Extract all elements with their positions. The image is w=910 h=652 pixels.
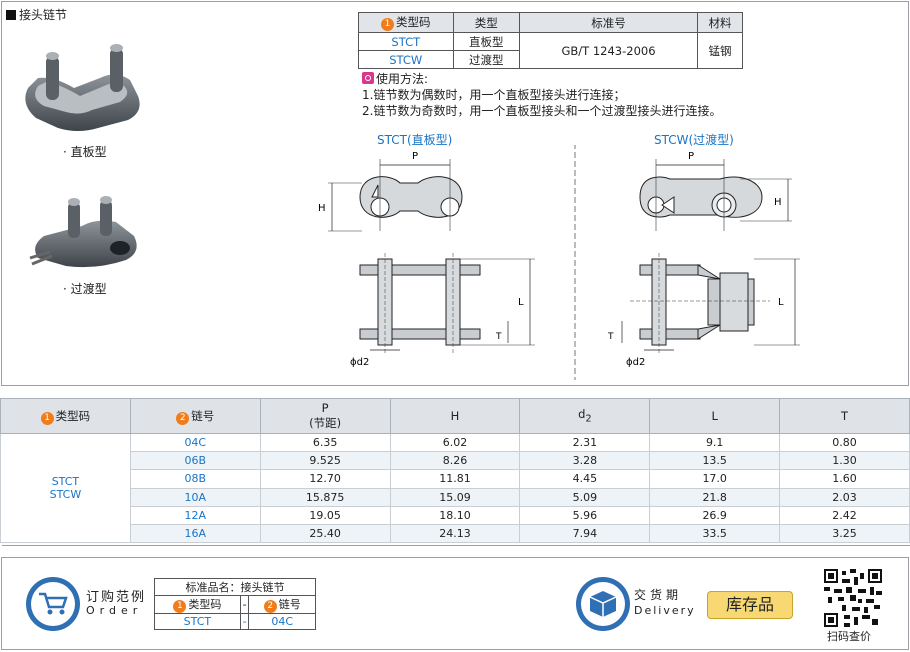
dim-l-right: L [778,297,784,308]
dim-d2-left: ϕd2 [350,357,369,368]
stock-badge: 库存品 [707,591,793,619]
spec-code: STCW [358,50,454,69]
product-panel [1,1,909,386]
order-title: 订购范例 [86,590,147,605]
dim-l-left: L [518,297,524,308]
photo-label-offset: · 过渡型 [63,282,107,296]
page-title: 接头链节 [6,6,67,23]
spec-header-standard: 标准号 [519,12,699,33]
technical-drawing: P H L T ϕd2 P H L T ϕd2 [318,145,800,380]
spec-code: STCT [358,32,454,51]
qr-caption: 扫码查价 [827,630,871,643]
spec-header-type: 类型 [452,12,521,33]
table-row: 16A 25.40 24.13 7.94 33.5 3.25 [1,523,910,544]
col-t: T [779,398,910,434]
info-icon [362,72,374,84]
col-p: P(节距) [259,398,391,434]
straight-link-photo [25,44,140,131]
order-title-en: Order [86,604,143,617]
dim-d2-right: ϕd2 [626,357,645,368]
cart-icon [26,577,80,631]
table-row: 10A 15.875 15.09 5.09 21.8 2.03 [1,487,910,507]
diagram-label-stct: STCT(直板型) [377,133,453,147]
spec-standard: GB/T 1243-2006 [519,32,699,69]
dim-t-right: T [607,332,614,342]
offset-link-photo [29,196,137,268]
col-h: H [389,398,521,434]
photo-label-straight: · 直板型 [63,145,107,159]
spec-type: 过渡型 [452,50,521,69]
qr-code-icon[interactable] [824,569,882,627]
col-l: L [649,398,781,434]
table-row: 12A 19.05 18.10 5.96 26.9 2.42 [1,505,910,525]
diagram-label-stcw: STCW(过渡型) [654,133,734,147]
spec-material: 锰钢 [697,32,743,69]
dim-p-left: P [412,151,418,162]
spec-type: 直板型 [452,32,521,51]
delivery-title: 交货期 [634,588,683,602]
delivery-title-en: Delivery [634,604,696,617]
dim-t-left: T [495,332,502,342]
table-row: 08B 12.70 11.81 4.45 17.0 1.60 [1,469,910,489]
table-row: 06B 9.525 8.26 3.28 13.5 1.30 [1,451,910,471]
dim-h-left: H [318,203,326,214]
usage-notes: 使用方法: 1.链节数为偶数时，用一个直板型接头进行连接； 2.链节数为奇数时，… [362,72,722,118]
delivery-box-icon [576,577,630,631]
spec-header-material: 材料 [697,12,743,33]
square-bullet-icon [6,10,16,20]
col-d2: d2 [519,398,651,434]
dim-p-right: P [688,151,694,162]
dim-h-right: H [774,197,782,208]
